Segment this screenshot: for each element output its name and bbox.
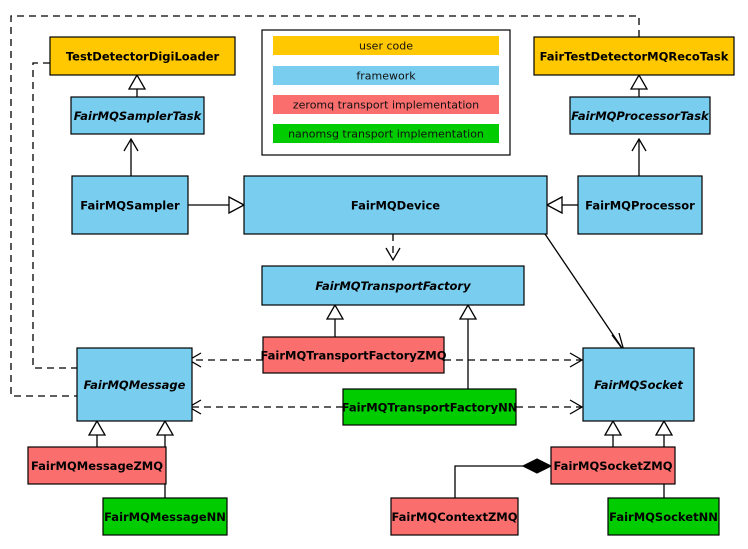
edge-contextzmq-to-socketzmq (454, 458, 553, 498)
class-box-label-FairMQSamplerTask: FairMQSamplerTask (74, 109, 203, 123)
class-box-fill-FairMQTransportFactory[interactable] (261, 265, 525, 306)
class-box-fill-TestDetectorDigiLoader[interactable] (49, 36, 236, 76)
class-box-label-FairMQTransportFactory: FairMQTransportFactory (315, 279, 471, 293)
class-box-label-FairMQContextZMQ: FairMQContextZMQ (391, 510, 517, 524)
class-box-fill-FairMQProcessorTask[interactable] (569, 96, 711, 135)
class-box-FairMQProcessorTask[interactable]: FairMQProcessorTask (569, 96, 711, 135)
legend-swatch-nanomsg (273, 124, 499, 143)
class-box-label-FairMQSampler: FairMQSampler (80, 199, 180, 213)
class-box-FairMQSampler[interactable]: FairMQSampler (71, 175, 189, 235)
edge-factorynn-to-message (187, 399, 343, 415)
class-box-FairMQTransportFactoryNN[interactable]: FairMQTransportFactoryNN (342, 388, 518, 426)
class-box-TestDetectorDigiLoader[interactable]: TestDetectorDigiLoader (49, 36, 236, 76)
edge-processortask-to-recotask (629, 73, 649, 97)
class-box-label-FairMQMessageZMQ: FairMQMessageZMQ (31, 459, 163, 473)
edge-processor-to-processortask (631, 137, 647, 176)
class-box-label-FairMQDevice: FairMQDevice (351, 199, 440, 213)
class-box-FairMQDevice[interactable]: FairMQDevice (243, 175, 548, 235)
edge-factorynn-to-socket (516, 399, 584, 415)
class-box-FairMQMessageNN[interactable]: FairMQMessageNN (102, 497, 228, 536)
legend-item-framework: framework (273, 66, 499, 85)
legend-item-zeromq: zeromq transport implementation (273, 95, 499, 114)
edge-messagezmq-to-message (87, 419, 107, 447)
legend-item-nanomsg: nanomsg transport implementation (273, 124, 499, 143)
class-box-FairMQMessage[interactable]: FairMQMessage (76, 347, 193, 422)
class-box-label-FairMQTransportFactoryNN: FairMQTransportFactoryNN (342, 401, 518, 415)
class-box-label-FairMQSocketZMQ: FairMQSocketZMQ (554, 459, 673, 473)
edge-factoryzmq-to-message (187, 352, 263, 368)
edge-samplertask-to-digiloader (127, 73, 147, 97)
class-box-label-FairTestDetectorMQRecoTask: FairTestDetectorMQRecoTask (540, 50, 729, 64)
class-box-fill-FairMQSampler[interactable] (71, 175, 189, 235)
edge-factoryzmq-to-factory (325, 303, 345, 337)
class-box-label-FairMQSocket: FairMQSocket (594, 378, 683, 392)
edge-device-to-socket (544, 233, 625, 352)
class-box-FairMQTransportFactoryZMQ[interactable]: FairMQTransportFactoryZMQ (260, 336, 447, 374)
edge-processor-to-device (545, 195, 578, 215)
class-box-fill-FairMQTransportFactoryNN[interactable] (342, 388, 517, 426)
edge-device-to-transportfactory (385, 234, 401, 262)
class-box-FairMQSamplerTask[interactable]: FairMQSamplerTask (70, 96, 205, 135)
class-box-label-FairMQMessage: FairMQMessage (84, 378, 186, 392)
class-box-FairMQSocketZMQ[interactable]: FairMQSocketZMQ (550, 446, 676, 485)
class-box-label-FairMQProcessorTask: FairMQProcessorTask (571, 109, 710, 123)
class-box-fill-FairMQSocketNN[interactable] (607, 497, 720, 536)
class-box-FairMQSocketNN[interactable]: FairMQSocketNN (607, 497, 720, 536)
class-box-layer: TestDetectorDigiLoader FairTestDetectorMQ… (27, 36, 735, 536)
class-box-label-TestDetectorDigiLoader: TestDetectorDigiLoader (66, 50, 220, 64)
legend-swatch-zeromq (273, 95, 499, 114)
legend-item-user-code: user code (273, 36, 499, 55)
class-box-fill-FairMQContextZMQ[interactable] (390, 497, 519, 536)
legend: user code framework zeromq transport imp… (261, 29, 511, 156)
class-box-label-FairMQTransportFactoryZMQ: FairMQTransportFactoryZMQ (260, 349, 446, 363)
legend-swatch-user-code (273, 36, 499, 55)
class-box-fill-FairMQSocket[interactable] (582, 347, 695, 422)
class-box-FairMQContextZMQ[interactable]: FairMQContextZMQ (390, 497, 519, 536)
edge-sampler-to-samplertask (123, 137, 139, 176)
edge-factorynn-to-factory (458, 303, 478, 389)
legend-label-framework: framework (356, 70, 416, 83)
class-box-fill-FairMQSamplerTask[interactable] (70, 96, 205, 135)
class-box-fill-FairMQDevice[interactable] (243, 175, 548, 235)
legend-swatch-framework (273, 66, 499, 85)
edge-sampler-to-device (188, 195, 246, 215)
class-box-FairMQMessageZMQ[interactable]: FairMQMessageZMQ (27, 446, 167, 485)
class-box-fill-FairMQMessageZMQ[interactable] (27, 446, 167, 485)
legend-label-zeromq: zeromq transport implementation (293, 99, 479, 112)
class-box-label-FairMQSocketNN: FairMQSocketNN (609, 510, 718, 524)
legend-label-user-code: user code (359, 40, 413, 53)
class-box-fill-FairMQMessageNN[interactable] (102, 497, 228, 536)
edge-socketzmq-to-socket (603, 419, 623, 447)
class-box-label-FairMQMessageNN: FairMQMessageNN (104, 510, 226, 524)
class-box-fill-FairTestDetectorMQRecoTask[interactable] (533, 36, 735, 76)
class-box-fill-FairMQProcessor[interactable] (577, 175, 703, 235)
class-box-label-FairMQProcessor: FairMQProcessor (585, 199, 695, 213)
class-box-FairTestDetectorMQRecoTask[interactable]: FairTestDetectorMQRecoTask (533, 36, 735, 76)
legend-label-nanomsg: nanomsg transport implementation (288, 128, 484, 141)
class-box-FairMQProcessor[interactable]: FairMQProcessor (577, 175, 703, 235)
class-box-fill-FairMQMessage[interactable] (76, 347, 193, 422)
class-box-fill-FairMQSocketZMQ[interactable] (550, 446, 676, 485)
edge-factoryzmq-to-socket (444, 352, 584, 368)
class-box-fill-FairMQTransportFactoryZMQ[interactable] (262, 336, 445, 374)
class-box-FairMQTransportFactory[interactable]: FairMQTransportFactory (261, 265, 525, 306)
class-box-FairMQSocket[interactable]: FairMQSocket (582, 347, 695, 422)
